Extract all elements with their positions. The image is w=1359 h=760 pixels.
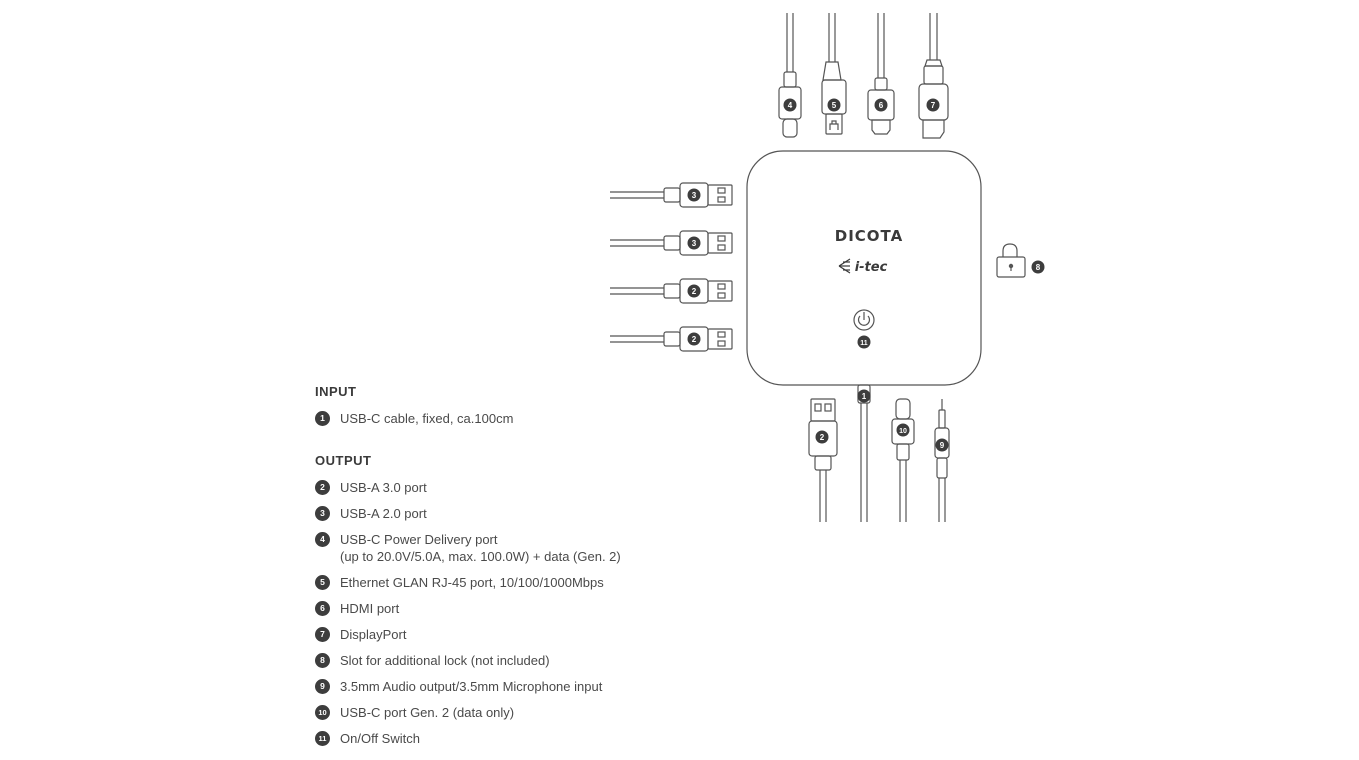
legend-text: On/Off Switch <box>340 731 420 746</box>
cable-usb-a-3-upper <box>610 278 733 304</box>
badge-6 <box>874 98 888 112</box>
legend-number: 5 <box>315 575 330 590</box>
legend-text: USB-A 3.0 port <box>340 480 427 495</box>
cable-ethernet <box>821 13 847 135</box>
legend-item: 4 USB-C Power Delivery port (up to 20.0V… <box>315 531 735 565</box>
badge-4 <box>783 98 797 112</box>
cable-usb-c-input <box>857 384 871 522</box>
legend-item: 1 USB-C cable, fixed, ca.100cm <box>315 410 735 427</box>
legend-text: USB-C port Gen. 2 (data only) <box>340 705 515 720</box>
svg-text:5: 5 <box>832 101 837 110</box>
legend-item: 6 HDMI port <box>315 600 735 617</box>
svg-text:1: 1 <box>862 392 867 401</box>
badge-2-upper <box>687 284 701 298</box>
legend-number: 10 <box>315 705 330 720</box>
legend-text-detail: (up to 20.0V/5.0A, max. 100.0W) + data (… <box>340 549 621 564</box>
legend-item: 2 USB-A 3.0 port <box>315 479 735 496</box>
legend-number: 4 <box>315 532 330 547</box>
svg-text:2: 2 <box>820 433 825 442</box>
legend-text: Ethernet GLAN RJ-45 port, 10/100/1000Mbp… <box>340 575 604 590</box>
badge-9 <box>935 438 949 452</box>
power-button-icon <box>853 309 875 331</box>
legend-item: 9 3.5mm Audio output/3.5mm Microphone in… <box>315 678 735 695</box>
legend-text: Slot for additional lock (not included) <box>340 653 550 668</box>
legend-item: 10 USB-C port Gen. 2 (data only) <box>315 704 735 721</box>
cable-displayport <box>918 13 949 139</box>
legend-item: 3 USB-A 2.0 port <box>315 505 735 522</box>
svg-text:3: 3 <box>692 239 697 248</box>
cable-usb-a-2-upper <box>610 182 733 208</box>
legend-text: HDMI port <box>340 601 400 616</box>
svg-text:9: 9 <box>940 441 945 450</box>
badge-5 <box>827 98 841 112</box>
badge-7 <box>926 98 940 112</box>
legend-text: DisplayPort <box>340 627 407 642</box>
svg-text:7: 7 <box>931 101 936 110</box>
legend-text: USB-C cable, fixed, ca.100cm <box>340 411 514 426</box>
legend: INPUT 1 USB-C cable, fixed, ca.100cm OUT… <box>315 384 735 756</box>
legend-text: USB-A 2.0 port <box>340 506 427 521</box>
cable-hdmi <box>867 13 895 135</box>
brand-logo-text: DICOTA <box>835 227 903 245</box>
svg-text:2: 2 <box>692 287 697 296</box>
legend-number: 6 <box>315 601 330 616</box>
cable-usb-a-2-lower <box>610 230 733 256</box>
legend-item: 5 Ethernet GLAN RJ-45 port, 10/100/1000M… <box>315 574 735 591</box>
badge-3-upper <box>687 188 701 202</box>
legend-number: 3 <box>315 506 330 521</box>
legend-number: 7 <box>315 627 330 642</box>
cable-usb-c-data <box>891 398 915 522</box>
legend-text: 3.5mm Audio output/3.5mm Microphone inpu… <box>340 679 603 694</box>
badge-10 <box>896 423 910 437</box>
input-section-title: INPUT <box>315 384 357 399</box>
legend-number: 2 <box>315 480 330 495</box>
legend-number: 8 <box>315 653 330 668</box>
legend-text: USB-C Power Delivery port <box>340 532 498 547</box>
svg-text:2: 2 <box>692 335 697 344</box>
badge-2-bottom <box>815 430 829 444</box>
svg-text:4: 4 <box>788 101 793 110</box>
badge-1 <box>857 389 871 403</box>
badge-11 <box>857 335 871 349</box>
svg-text:10: 10 <box>899 428 907 435</box>
badge-3-lower <box>687 236 701 250</box>
legend-number: 1 <box>315 411 330 426</box>
svg-text:11: 11 <box>860 340 868 347</box>
lock-icon <box>996 243 1026 278</box>
legend-item: 11 On/Off Switch <box>315 730 735 747</box>
badge-8 <box>1031 260 1045 274</box>
svg-text:3: 3 <box>692 191 697 200</box>
legend-item: 7 DisplayPort <box>315 626 735 643</box>
cable-usb-c-pd <box>778 13 802 138</box>
i-tec-logo-icon <box>838 258 851 274</box>
cable-usb-a-3-lower <box>610 326 733 352</box>
cable-audio-jack <box>934 399 950 522</box>
output-section-title: OUTPUT <box>315 453 372 468</box>
cable-usb-a-3-bottom <box>808 398 838 522</box>
legend-number: 9 <box>315 679 330 694</box>
svg-text:8: 8 <box>1036 263 1041 272</box>
legend-number: 11 <box>315 731 330 746</box>
svg-text:6: 6 <box>879 101 884 110</box>
brand-sub-logo-text: i-tec <box>855 260 888 275</box>
legend-item: 8 Slot for additional lock (not included… <box>315 652 735 669</box>
badge-2-lower <box>687 332 701 346</box>
